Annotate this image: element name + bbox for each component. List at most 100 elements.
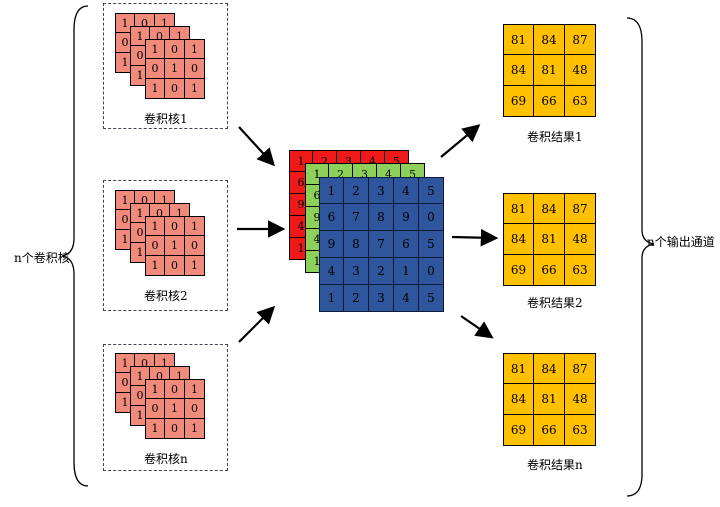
result-grid-1-cell: 63 <box>565 86 596 117</box>
result-grid-1-cell: 81 <box>503 24 534 55</box>
result-caption-1: 卷积结果1 <box>527 130 583 144</box>
kernel1-layer3-cell: 1 <box>165 59 185 79</box>
result-grid-2-cell: 87 <box>565 193 596 224</box>
kernel1-layer3-cell: 1 <box>145 39 165 59</box>
input-layer-blue-cell: 0 <box>419 204 444 231</box>
kernel3-layer3-cell: 1 <box>145 419 165 439</box>
result-grid-3-cell: 63 <box>565 415 596 446</box>
input-layer-blue-cell: 9 <box>319 231 344 258</box>
kernel1-layer3-cell: 0 <box>165 79 185 99</box>
kernel-caption-3: 卷积核n <box>144 452 188 466</box>
kernel-box-2 <box>103 180 228 311</box>
input-layer-blue-cell: 1 <box>319 177 344 204</box>
kernel-box-3 <box>103 344 228 471</box>
kernel2-layer3-cell: 1 <box>145 216 165 236</box>
input-layer-blue-cell: 6 <box>319 204 344 231</box>
kernel-box-1 <box>103 3 228 129</box>
kernel3-layer3-cell: 0 <box>165 419 185 439</box>
input-layer-blue-cell: 4 <box>394 177 419 204</box>
kernel2-layer3-cell: 0 <box>165 256 185 276</box>
result-grid-1-cell: 87 <box>565 24 596 55</box>
result-grid-2-cell: 81 <box>503 193 534 224</box>
result-grid-3-cell: 81 <box>503 353 534 384</box>
input-layer-blue-cell: 9 <box>394 204 419 231</box>
left-label: n个卷积核 <box>14 251 70 265</box>
kernel1-layer3-cell: 0 <box>185 59 205 79</box>
result-grid-3-cell: 87 <box>565 353 596 384</box>
input-layer-blue-cell: 3 <box>369 285 394 312</box>
input-layer-blue-cell: 6 <box>394 231 419 258</box>
arrow-kernel1 <box>238 126 275 167</box>
kernel3-layer3-cell: 0 <box>165 379 185 399</box>
result-grid-1-cell: 81 <box>534 55 565 86</box>
kernel2-layer3-cell: 0 <box>185 236 205 256</box>
right-label: n个输出通道 <box>647 235 715 249</box>
result-grid-3-cell: 48 <box>565 384 596 415</box>
kernel3-layer3-cell: 1 <box>165 399 185 419</box>
result-grid-1-cell: 84 <box>534 24 565 55</box>
result-grid-2-cell: 69 <box>503 255 534 286</box>
kernel2-layer3-cell: 0 <box>165 216 185 236</box>
kernel-caption-1: 卷积核1 <box>144 112 188 126</box>
result-grid-3-cell: 81 <box>534 384 565 415</box>
kernel2-layer3-cell: 1 <box>165 236 185 256</box>
kernel1-layer3-cell: 1 <box>145 79 165 99</box>
input-layer-blue-cell: 1 <box>394 258 419 285</box>
result-grid-1-cell: 66 <box>534 86 565 117</box>
input-layer-blue-cell: 8 <box>369 204 394 231</box>
kernel2-layer3-cell: 1 <box>185 256 205 276</box>
input-layer-blue-cell: 1 <box>319 285 344 312</box>
result-grid-2-cell: 84 <box>534 193 565 224</box>
kernel2-layer3-cell: 1 <box>185 216 205 236</box>
right-brace <box>626 17 655 497</box>
result-caption-2: 卷积结果2 <box>527 296 583 310</box>
input-layer-blue-cell: 7 <box>344 204 369 231</box>
kernel2-layer3-cell: 1 <box>145 256 165 276</box>
input-layer-blue-cell: 5 <box>419 285 444 312</box>
kernel3-layer3-cell: 1 <box>145 379 165 399</box>
arrow-result2 <box>451 228 499 247</box>
arrow-kernel3 <box>238 305 276 343</box>
kernel1-layer3-cell: 0 <box>145 59 165 79</box>
kernel1-layer3-cell: 1 <box>185 79 205 99</box>
result-grid-2-cell: 66 <box>534 255 565 286</box>
result-caption-3: 卷积结果n <box>527 458 583 472</box>
kernel2-layer3-cell: 0 <box>145 236 165 256</box>
result-grid-1-cell: 84 <box>503 55 534 86</box>
kernel3-layer3-cell: 0 <box>145 399 165 419</box>
kernel1-layer3-cell: 1 <box>185 39 205 59</box>
input-layer-blue-cell: 3 <box>369 177 394 204</box>
input-layer-blue-cell: 0 <box>419 258 444 285</box>
kernel1-layer3-cell: 0 <box>165 39 185 59</box>
arrow-result1 <box>440 124 481 158</box>
kernel3-layer3-cell: 0 <box>185 399 205 419</box>
input-layer-blue-cell: 8 <box>344 231 369 258</box>
result-grid-2-cell: 84 <box>503 224 534 255</box>
kernel3-layer3-cell: 1 <box>185 379 205 399</box>
result-grid-3-cell: 66 <box>534 415 565 446</box>
input-layer-blue-cell: 2 <box>344 285 369 312</box>
input-layer-blue-cell: 5 <box>419 231 444 258</box>
kernel3-layer3-cell: 1 <box>185 419 205 439</box>
result-grid-1-cell: 69 <box>503 86 534 117</box>
result-grid-2-cell: 63 <box>565 255 596 286</box>
left-brace <box>61 5 89 487</box>
result-grid-1-cell: 48 <box>565 55 596 86</box>
arrow-result3 <box>460 315 494 339</box>
result-grid-3-cell: 84 <box>534 353 565 384</box>
result-grid-3-cell: 69 <box>503 415 534 446</box>
input-layer-blue-cell: 2 <box>344 177 369 204</box>
result-grid-2-cell: 48 <box>565 224 596 255</box>
result-grid-3-cell: 84 <box>503 384 534 415</box>
input-layer-blue-cell: 7 <box>369 231 394 258</box>
input-layer-blue-cell: 4 <box>319 258 344 285</box>
